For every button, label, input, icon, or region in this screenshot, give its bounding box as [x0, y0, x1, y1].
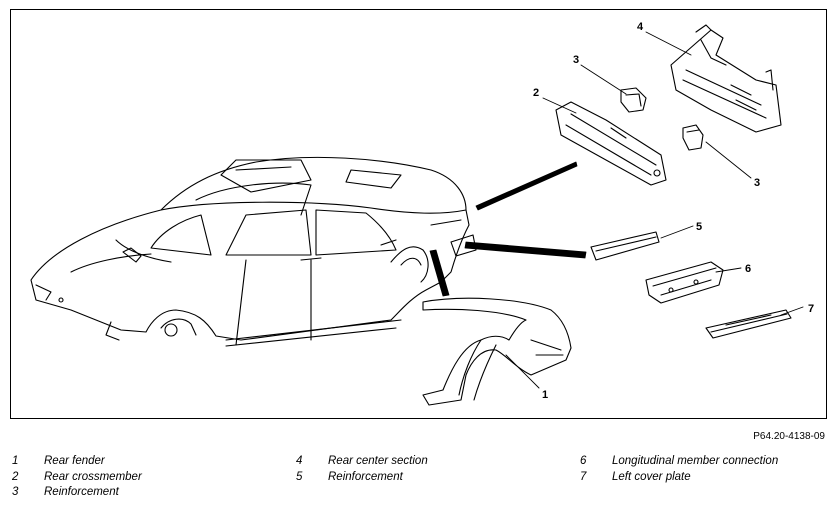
callout-1: 1 [542, 389, 548, 401]
figure-reference-code: P64.20-4138-09 [753, 431, 825, 442]
callout-2: 2 [533, 87, 539, 99]
part-left-cover-plate [705, 309, 792, 339]
callout-5: 5 [696, 221, 702, 233]
legend-number: 5 [296, 471, 303, 483]
callout-3-upper: 3 [573, 54, 579, 66]
parts-legend: 1 Rear fender 2 Rear crossmember 3 Reinf… [10, 455, 827, 505]
part-reinforcement-upper [620, 87, 647, 113]
legend-label: Reinforcement [328, 471, 403, 483]
part-reinforcement-5 [590, 231, 660, 261]
leader-lines [429, 161, 587, 297]
part-reinforcement-lower [682, 124, 704, 151]
part-rear-crossmember [555, 101, 667, 186]
part-rear-fender [422, 297, 572, 406]
parts-diagram-svg: 2 3 4 3 5 6 7 1 [30, 21, 814, 406]
legend-label: Rear center section [328, 455, 428, 467]
legend-label: Rear fender [44, 455, 105, 467]
legend-label: Reinforcement [44, 486, 119, 498]
legend-label: Left cover plate [612, 471, 691, 483]
legend-label: Longitudinal member connection [612, 455, 779, 467]
legend-number: 4 [296, 455, 303, 467]
legend-number: 1 [12, 455, 19, 467]
parts-diagram: 2 3 4 3 5 6 7 1 [10, 9, 827, 419]
legend-number: 7 [580, 471, 587, 483]
part-rear-center-section [670, 24, 782, 133]
callout-leaders [505, 31, 804, 389]
callout-3-lower: 3 [754, 177, 760, 189]
car-body-drawing [30, 156, 477, 347]
callout-4: 4 [637, 21, 644, 33]
legend-number: 2 [12, 471, 19, 483]
legend-number: 6 [580, 455, 587, 467]
callout-7: 7 [808, 303, 814, 315]
legend-label: Rear crossmember [44, 471, 142, 483]
callout-6: 6 [745, 263, 751, 275]
part-longitudinal-member-connection [645, 261, 724, 304]
legend-number: 3 [12, 486, 19, 498]
